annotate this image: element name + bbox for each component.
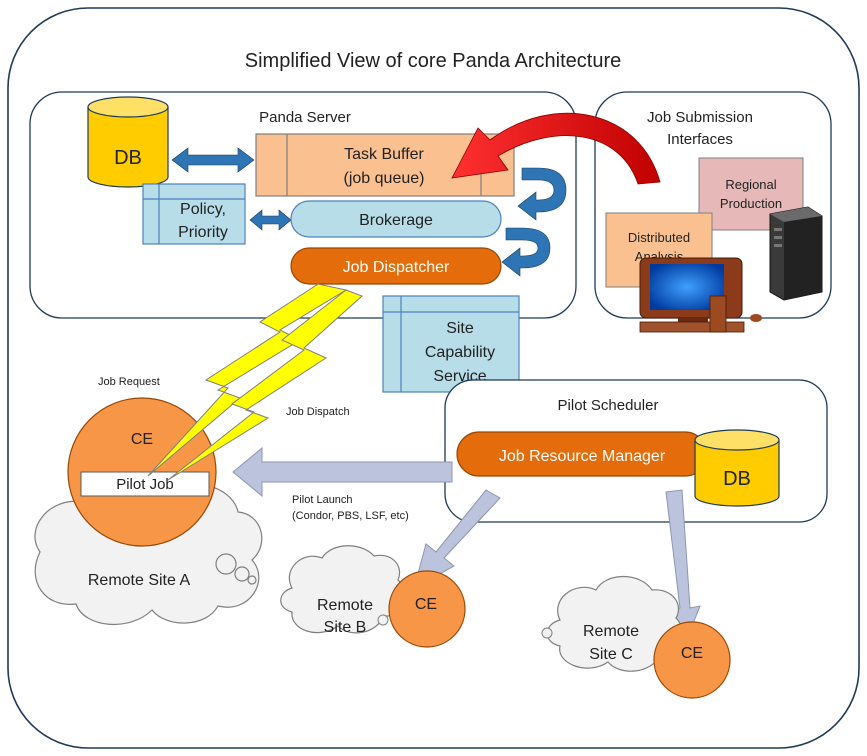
- job-request-label: Job Request: [98, 376, 160, 388]
- distributed-label-1: Distributed: [628, 230, 690, 245]
- ce-circle-c: [653, 621, 731, 699]
- policy-label-2: Priority: [178, 224, 228, 241]
- server-tower-icon: [769, 206, 823, 301]
- pilot-launch-arrow: [232, 446, 453, 498]
- task-buffer-label-2: (job queue): [344, 170, 425, 187]
- pilot-job-box: [80, 471, 210, 497]
- site-capability-label-2: Capability: [425, 344, 495, 361]
- remote-site-c-label-2: Site C: [589, 646, 633, 663]
- brokerage-pill: [290, 200, 502, 238]
- policy-label-1: Policy,: [180, 201, 226, 218]
- uturn-arrow-2: [501, 227, 551, 277]
- policy-priority-box: Policy, Priority: [142, 183, 246, 245]
- site-capability-label-1: Site: [446, 320, 474, 337]
- lightning-job-dispatch: [167, 289, 363, 481]
- panda-db-cylinder: DB: [87, 96, 169, 188]
- job-submission-label-2: Interfaces: [667, 131, 733, 148]
- regional-production-box: Regional Production: [698, 157, 804, 231]
- regional-label-1: Regional: [725, 177, 776, 192]
- ce-a-label: CE: [131, 431, 153, 448]
- remote-site-c-label-1: Remote: [583, 623, 639, 640]
- pilot-launch-label-2: (Condor, PBS, LSF, etc): [292, 510, 409, 522]
- pilot-job-label: Pilot Job: [116, 476, 174, 493]
- regional-label-2: Production: [720, 196, 782, 211]
- diagram-title: Simplified View of core Panda Architectu…: [245, 50, 622, 72]
- ce-b-label: CE: [415, 596, 437, 613]
- panda-db-label: DB: [114, 147, 142, 169]
- ce-circle-b: [388, 570, 466, 648]
- job-submission-label-1: Job Submission: [647, 109, 753, 126]
- pilot-db-cylinder: DB: [694, 429, 780, 507]
- pilot-db-label: DB: [723, 468, 751, 490]
- uturn-arrow-1: [517, 167, 567, 221]
- db-taskbuffer-arrow: [171, 147, 255, 173]
- job-dispatcher-pill: [290, 247, 502, 285]
- remote-site-b-cloud: Remote Site B: [280, 545, 406, 636]
- remote-site-b-label-2: Site B: [324, 619, 367, 636]
- remote-site-c-cloud: Remote Site C: [541, 576, 684, 672]
- pilot-scheduler-label: Pilot Scheduler: [558, 397, 659, 414]
- remote-site-b-label-1: Remote: [317, 597, 373, 614]
- remote-site-a-label: Remote Site A: [88, 572, 191, 589]
- submission-arrow: [451, 112, 661, 185]
- ce-c-label: CE: [681, 645, 703, 662]
- site-capability-box: Site Capability Service: [382, 295, 520, 393]
- computer-icon: [639, 257, 762, 333]
- job-resource-manager-label: Job Resource Manager: [499, 448, 666, 465]
- panda-server-label: Panda Server: [259, 109, 351, 126]
- task-buffer-label-1: Task Buffer: [344, 146, 424, 163]
- pilot-launch-label-1: Pilot Launch: [292, 494, 353, 506]
- job-dispatcher-label: Job Dispatcher: [343, 259, 450, 276]
- brokerage-label: Brokerage: [359, 212, 433, 229]
- lightning-job-request: [147, 283, 348, 477]
- job-dispatch-label: Job Dispatch: [286, 406, 350, 418]
